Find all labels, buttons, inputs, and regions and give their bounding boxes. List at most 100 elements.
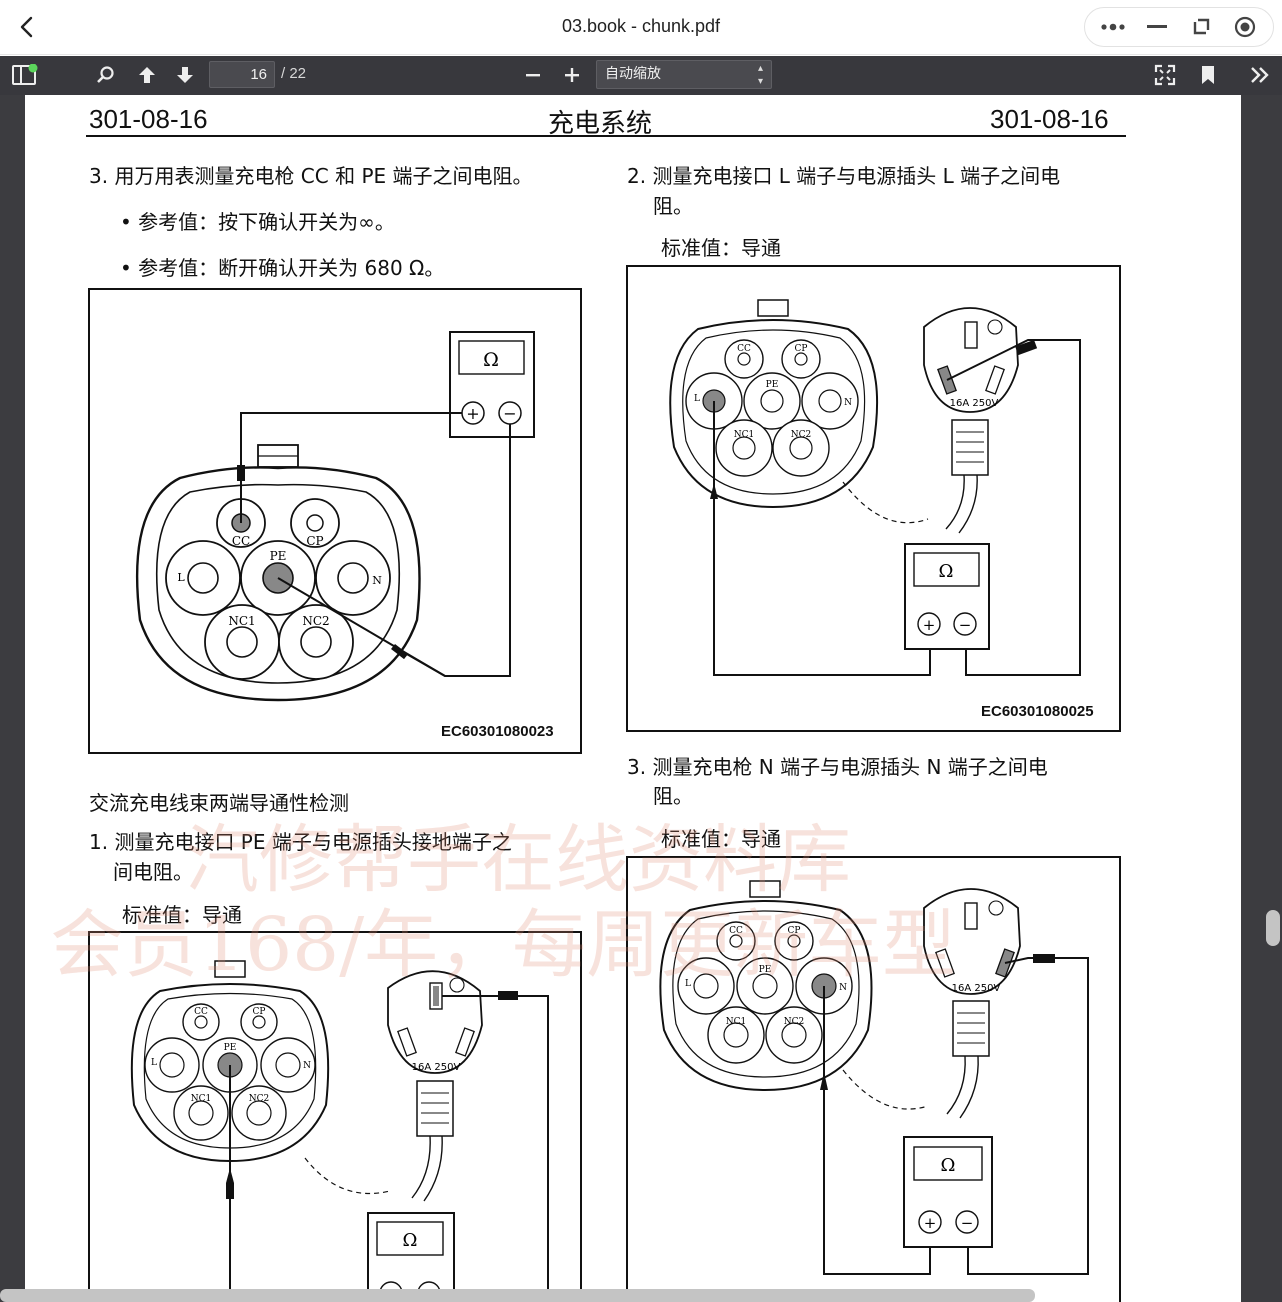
more-options-button[interactable] (1098, 12, 1128, 42)
double-chevron-right-icon (1251, 67, 1269, 83)
step-2-line-1: 2. 测量充电接口 L 端子与电源插头 L 端子之间电 (627, 164, 1061, 188)
ohm-symbol: Ω (403, 1230, 418, 1251)
back-button[interactable] (14, 14, 40, 40)
zoom-out-button[interactable] (518, 61, 548, 89)
plug-rating: 16A 250V (950, 398, 999, 409)
figure-code-1: EC60301080023 (441, 723, 554, 740)
connector-diagram-2: CC CP PE L N NC1 NC2 16A 250V Ω + − (669, 299, 1081, 676)
pin-label-pe: PE (766, 380, 779, 390)
find-button[interactable] (91, 61, 121, 89)
pin-label-nc2: NC2 (791, 430, 812, 440)
probe-minus-label: − (961, 1214, 974, 1232)
restore-window-icon (1193, 18, 1210, 35)
page-title: 充电系统 (548, 109, 653, 139)
pin-label-nc2: NC2 (249, 1094, 270, 1104)
figure-l-terminal-measurement: CC CP PE L N NC1 NC2 16A 250V Ω + − EC60… (626, 265, 1121, 732)
section-title: 交流充电线束两端导通性检测 (89, 791, 349, 815)
next-page-button[interactable] (170, 61, 200, 89)
minimize-icon (1147, 25, 1167, 28)
pin-label-cc: CC (729, 926, 743, 936)
probe-minus-label: − (503, 404, 516, 423)
probe-plus-label: + (466, 404, 479, 423)
page-code-left: 301-08-16 (89, 104, 208, 134)
vertical-scrollbar-thumb[interactable] (1266, 910, 1280, 946)
tools-button[interactable] (1245, 61, 1275, 89)
page-total-label: / 22 (281, 65, 307, 82)
standard-value-2: 标准值：导通 (661, 236, 781, 260)
plug-rating: 16A 250V (412, 1062, 461, 1073)
bookmark-icon (1202, 66, 1214, 84)
chevron-left-icon (20, 16, 33, 38)
pin-label-nc2: NC2 (784, 1017, 805, 1027)
bookmark-button[interactable] (1193, 61, 1223, 89)
zoom-in-button[interactable] (557, 61, 587, 89)
page-number-input[interactable]: 16 (209, 61, 275, 88)
pin-label-l: L (685, 979, 691, 989)
step-3-line-1: 3. 测量充电枪 N 端子与电源插头 N 端子之间电 (627, 755, 1048, 779)
pin-label-l: L (151, 1058, 157, 1068)
step-3-line-2: 阻。 (653, 784, 693, 808)
sidebar-toggle-button[interactable] (10, 61, 40, 89)
pin-label-nc2: NC2 (302, 614, 329, 628)
pin-label-cc: CC (194, 1007, 208, 1017)
connector-diagram-3: CC CP PE L N NC1 NC2 16A 250V Ω (130, 960, 549, 1302)
plus-icon (565, 68, 579, 82)
header-rule (86, 135, 1126, 137)
sidebar-icon (12, 64, 38, 85)
pin-label-nc1: NC1 (228, 614, 255, 628)
standard-value-1: 标准值：导通 (122, 903, 242, 927)
reference-value-1: • 参考值：按下确认开关为∞。 (120, 210, 395, 234)
pin-label-l: L (177, 571, 185, 584)
pin-label-cp: CP (306, 534, 323, 548)
horizontal-scrollbar-thumb[interactable] (0, 1289, 1035, 1302)
pin-label-cp: CP (795, 344, 808, 354)
ohm-symbol: Ω (939, 561, 954, 582)
pin-label-n: N (844, 398, 852, 408)
pin-label-pe: PE (270, 549, 287, 563)
page-code-right: 301-08-16 (990, 104, 1109, 134)
pin-label-n: N (839, 983, 847, 993)
more-dots-icon (1101, 23, 1125, 31)
figure-cc-pe-measurement: Ω + − CC CP PE L N NC1 N (88, 288, 582, 754)
reference-value-2: • 参考值：断开确认开关为 680 Ω。 (120, 256, 445, 280)
search-icon (97, 66, 114, 83)
pin-label-cc: CC (737, 344, 751, 354)
standard-value-3: 标准值：导通 (661, 827, 781, 851)
presentation-mode-button[interactable] (1150, 61, 1180, 89)
pin-label-n: N (372, 574, 382, 587)
window-controls (1084, 7, 1274, 47)
minus-icon (526, 74, 540, 77)
pin-label-cp: CP (788, 926, 801, 936)
plug-rating: 16A 250V (952, 983, 1001, 994)
arrow-up-icon (139, 67, 155, 83)
select-arrows-icon: ▴▾ (757, 63, 763, 87)
pin-label-nc1: NC1 (734, 430, 755, 440)
restore-button[interactable] (1186, 12, 1216, 42)
pin-label-nc1: NC1 (191, 1094, 212, 1104)
pin-label-pe: PE (224, 1043, 237, 1053)
step-3-left: 3. 用万用表测量充电枪 CC 和 PE 端子之间电阻。 (89, 164, 533, 188)
step-2-line-2: 阻。 (653, 194, 693, 218)
pin-label-nc1: NC1 (726, 1017, 747, 1027)
close-button[interactable] (1230, 12, 1260, 42)
pin-label-cp: CP (253, 1007, 266, 1017)
connector-diagram-1: Ω + − CC CP PE L N NC1 N (135, 331, 535, 702)
figure-code-2: EC60301080025 (981, 703, 1094, 720)
step-1-line-2: 间电阻。 (113, 860, 193, 884)
pin-label-l: L (694, 394, 700, 404)
pin-label-pe: PE (759, 965, 772, 975)
pin-label-cc: CC (232, 534, 250, 548)
title-bar: 03.book - chunk.pdf (0, 0, 1282, 55)
pin-label-n: N (303, 1061, 311, 1071)
zoom-select[interactable]: 自动缩放 ▴▾ (596, 60, 772, 89)
probe-minus-label: − (959, 616, 972, 634)
probe-plus-label: + (924, 1214, 937, 1232)
figure-n-terminal-measurement: CC CP PE L N NC1 NC2 16A 250V Ω + − (626, 856, 1121, 1302)
step-1-line-1: 1. 测量充电接口 PE 端子与电源插头接地端子之 (89, 830, 512, 854)
ohm-symbol: Ω (483, 349, 499, 371)
figure-pe-ground-measurement: CC CP PE L N NC1 NC2 16A 250V Ω (88, 931, 582, 1302)
arrow-down-icon (177, 67, 193, 83)
previous-page-button[interactable] (132, 61, 162, 89)
zoom-select-value: 自动缩放 (605, 66, 661, 82)
minimize-button[interactable] (1142, 12, 1172, 42)
